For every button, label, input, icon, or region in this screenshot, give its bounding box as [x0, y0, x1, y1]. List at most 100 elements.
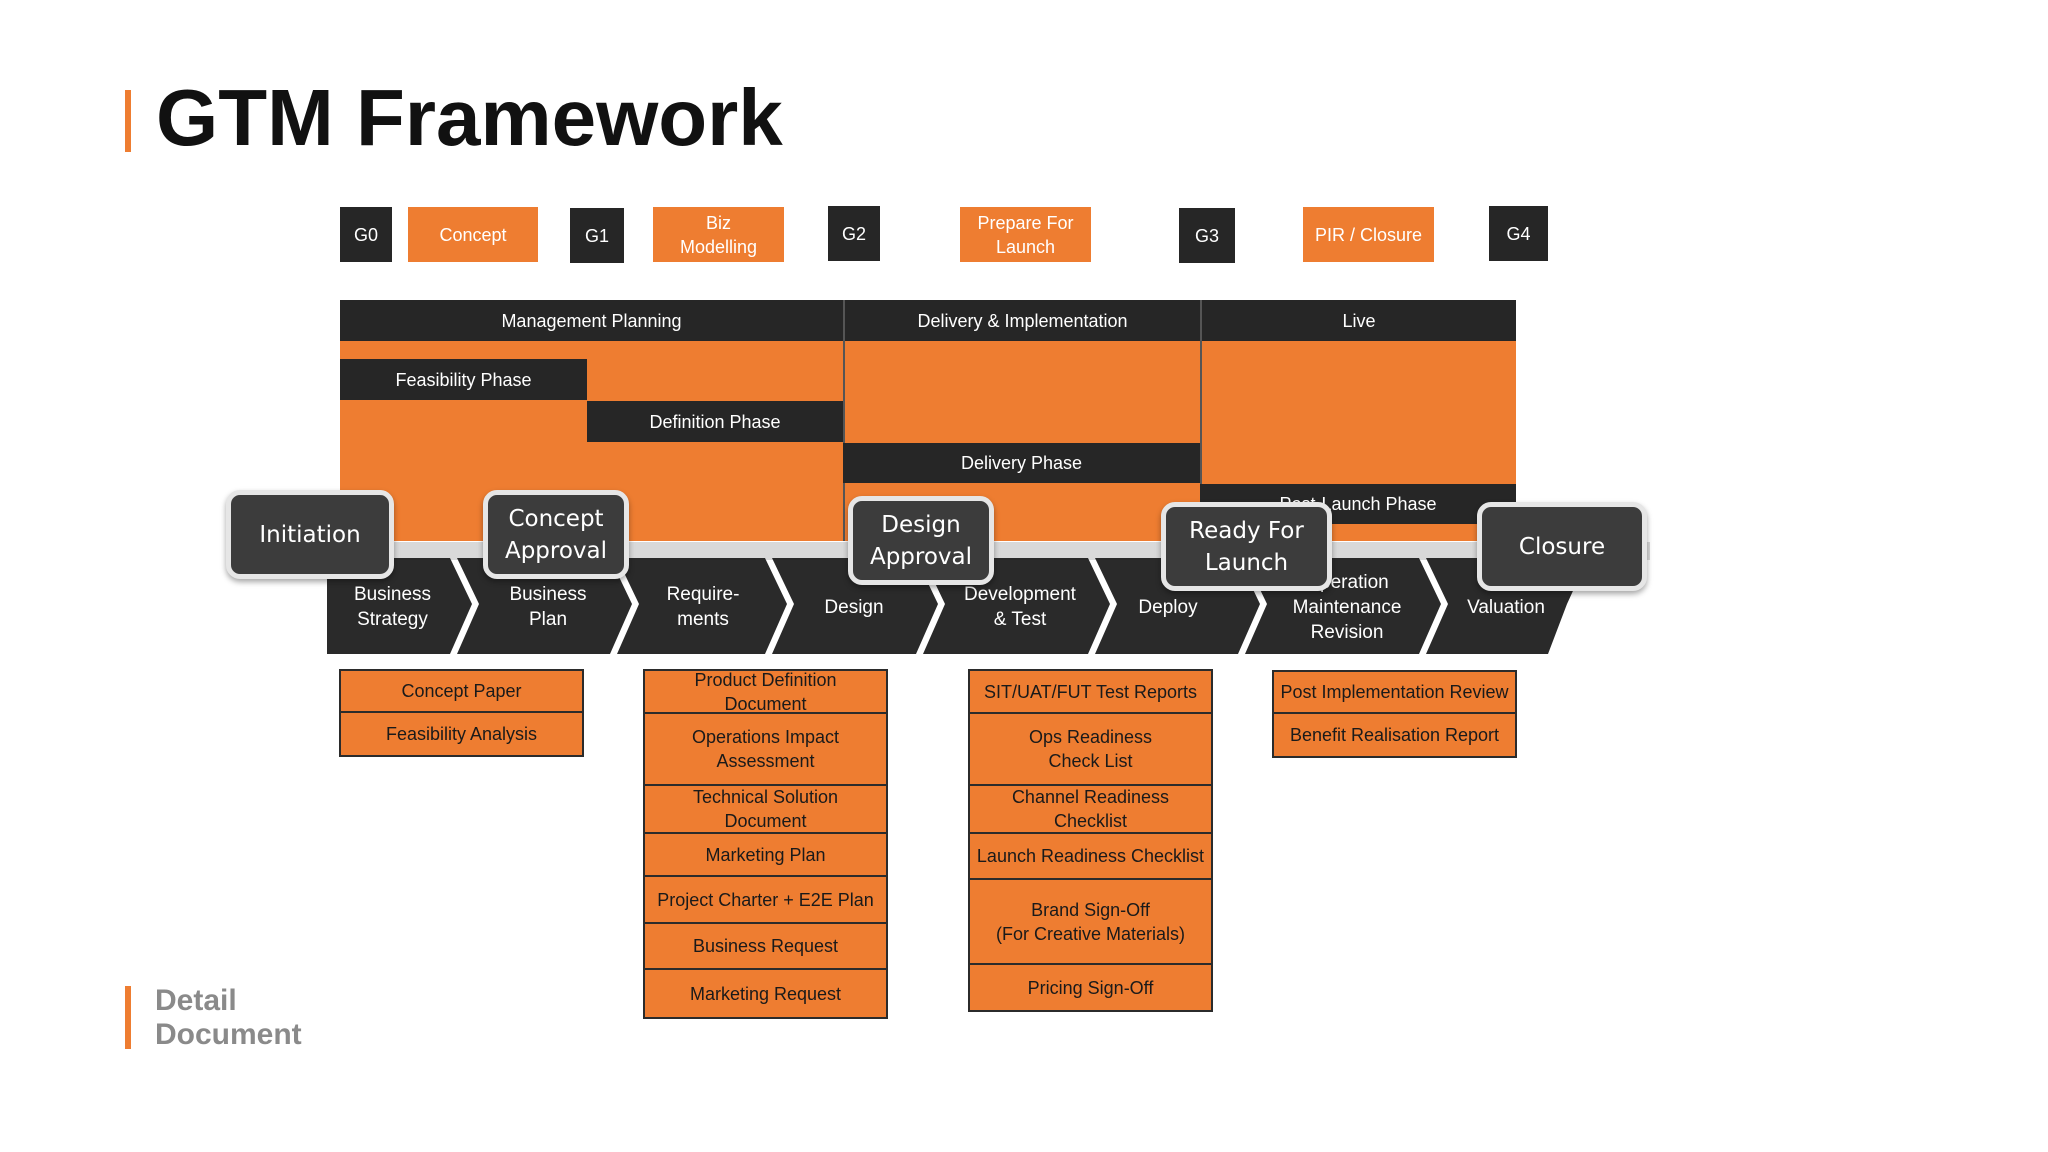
step-operation-line2: Maintenance: [1292, 597, 1402, 618]
footer-accent-bar: [125, 986, 131, 1049]
gate-g3: G3: [1179, 208, 1235, 263]
doc-pricing-sign-off: Pricing Sign-Off: [968, 965, 1213, 1012]
doc-product-definition-label: Product Definition Document: [694, 669, 837, 714]
milestone-ready-for-launch-line1: Ready For: [1189, 517, 1304, 544]
doc-technical-solution-label: Technical Solution Document: [692, 787, 839, 831]
documents-column-4: Post Implementation Review Benefit Reali…: [1272, 670, 1517, 758]
milestone-concept-approval: Concept Approval: [483, 490, 629, 579]
step-operation-line3: Revision: [1310, 622, 1384, 643]
gate-phase-pir-line1: PIR / Closure: [1314, 224, 1423, 245]
step-development-test: Development & Test: [960, 582, 1080, 632]
doc-pricing-sign-off-label: Pricing Sign-Off: [1027, 977, 1154, 998]
step-requirements-line2: ments: [677, 609, 729, 630]
step-valuation-line1: Valuation: [1467, 597, 1545, 618]
chevron-business-plan: [457, 558, 632, 654]
doc-technical-solution: Technical Solution Document: [643, 786, 888, 834]
doc-feasibility-analysis: Feasibility Analysis: [339, 713, 584, 757]
doc-launch-readiness-label: Launch Readiness Checklist: [976, 846, 1205, 866]
doc-marketing-request-label: Marketing Request: [689, 983, 842, 1004]
gate-g1: G1: [570, 208, 624, 263]
doc-operations-impact-line2: Assessment: [716, 751, 815, 771]
footer-line2: Document: [155, 1018, 302, 1051]
doc-concept-paper-label: Concept Paper: [401, 681, 522, 701]
gate-phase-biz-line2: Modelling: [679, 236, 758, 257]
milestone-design-approval-line2: Approval: [869, 543, 973, 570]
phase-delivery: Delivery Phase: [843, 443, 1200, 483]
milestone-concept-approval-line1: Concept: [508, 505, 604, 532]
gate-phase-concept-line1: Concept: [439, 224, 507, 245]
documents-column-2: Product Definition Document Operations I…: [643, 669, 888, 1019]
step-deploy: Deploy: [1118, 595, 1218, 620]
gate-g2: G2: [828, 206, 880, 261]
doc-brand-sign-off-line2: (For Creative Materials): [995, 923, 1186, 944]
doc-marketing-plan-label: Marketing Plan: [705, 844, 826, 865]
step-development-test-line2: & Test: [993, 609, 1047, 630]
stage-delivery-implementation: Delivery & Implementation: [843, 300, 1200, 341]
doc-test-reports: SIT/UAT/FUT Test Reports: [968, 669, 1213, 714]
step-business-strategy-line2: Strategy: [357, 609, 428, 630]
gate-phase-biz-line1: Biz: [705, 212, 731, 233]
doc-brand-sign-off-line1: Brand Sign-Off: [1031, 899, 1150, 920]
doc-product-definition: Product Definition Document: [643, 669, 888, 714]
doc-test-reports-label: SIT/UAT/FUT Test Reports: [983, 681, 1198, 702]
doc-concept-paper: Concept Paper: [339, 669, 584, 713]
step-business-plan-line2: Plan: [528, 609, 568, 630]
milestone-closure-label: Closure: [1518, 533, 1606, 560]
doc-operations-impact-line1: Operations Impact: [691, 727, 840, 747]
step-design-line1: Design: [824, 597, 884, 618]
milestone-design-approval: Design Approval: [848, 496, 994, 585]
doc-business-request-label: Business Request: [692, 936, 839, 956]
doc-ops-readiness-line2: Check List: [1048, 751, 1133, 771]
page-title: GTM Framework: [156, 73, 783, 162]
doc-ops-readiness-line1: Ops Readiness: [1028, 727, 1153, 747]
step-deploy-line1: Deploy: [1138, 597, 1198, 618]
milestone-ready-for-launch: Ready For Launch: [1161, 502, 1332, 591]
footer-label: Detail Document: [155, 984, 302, 1052]
step-valuation: Valuation: [1456, 595, 1556, 620]
chevron-requirements: [617, 558, 787, 654]
doc-business-request: Business Request: [643, 924, 888, 970]
doc-channel-readiness: Channel Readiness Checklist: [968, 786, 1213, 834]
step-business-strategy: Business Strategy: [345, 582, 440, 632]
chevron-business-strategy: [327, 558, 472, 654]
gate-phase-concept: Concept: [408, 207, 538, 262]
doc-project-charter: Project Charter + E2E Plan: [643, 877, 888, 924]
doc-feasibility-analysis-label: Feasibility Analysis: [385, 724, 538, 744]
step-business-plan: Business Plan: [500, 582, 596, 632]
step-requirements-line1: Require-: [666, 584, 740, 605]
milestone-concept-approval-line2: Approval: [504, 537, 608, 564]
title-accent-bar: [125, 90, 131, 152]
milestone-initiation: Initiation: [226, 490, 394, 579]
step-design: Design: [804, 595, 904, 620]
doc-launch-readiness: Launch Readiness Checklist: [968, 834, 1213, 880]
doc-marketing-request: Marketing Request: [643, 970, 888, 1019]
doc-channel-readiness-label: Channel Readiness Checklist: [1011, 787, 1170, 831]
doc-project-charter-label: Project Charter + E2E Plan: [657, 889, 874, 910]
step-business-strategy-line1: Business: [353, 584, 432, 605]
step-development-test-line1: Development: [964, 584, 1076, 605]
doc-post-implementation-review-label: Post Implementation Review: [1280, 682, 1509, 702]
gate-phase-prepare-for-launch: Prepare For Launch: [960, 207, 1091, 262]
doc-benefit-realisation: Benefit Realisation Report: [1272, 714, 1517, 758]
milestone-closure: Closure: [1477, 502, 1647, 591]
gate-phase-prepare-line2: Launch: [995, 236, 1056, 257]
documents-column-1: Concept Paper Feasibility Analysis: [339, 669, 584, 757]
gate-g4: G4: [1489, 206, 1548, 261]
gate-phase-prepare-line1: Prepare For: [977, 212, 1074, 233]
step-business-plan-line1: Business: [509, 584, 587, 605]
phase-feasibility: Feasibility Phase: [340, 359, 587, 400]
gate-g0: G0: [340, 207, 392, 262]
phase-definition: Definition Phase: [587, 401, 843, 442]
gate-phase-biz-modelling: Biz Modelling: [653, 207, 784, 262]
doc-benefit-realisation-label: Benefit Realisation Report: [1289, 725, 1500, 745]
doc-marketing-plan: Marketing Plan: [643, 834, 888, 877]
stage-management-planning: Management Planning: [340, 300, 843, 341]
stage-live: Live: [1200, 300, 1516, 341]
doc-post-implementation-review: Post Implementation Review: [1272, 670, 1517, 714]
step-requirements: Require- ments: [655, 582, 751, 632]
milestone-initiation-label: Initiation: [259, 521, 361, 548]
milestone-design-approval-line1: Design: [881, 511, 961, 538]
doc-brand-sign-off: Brand Sign-Off (For Creative Materials): [968, 880, 1213, 965]
